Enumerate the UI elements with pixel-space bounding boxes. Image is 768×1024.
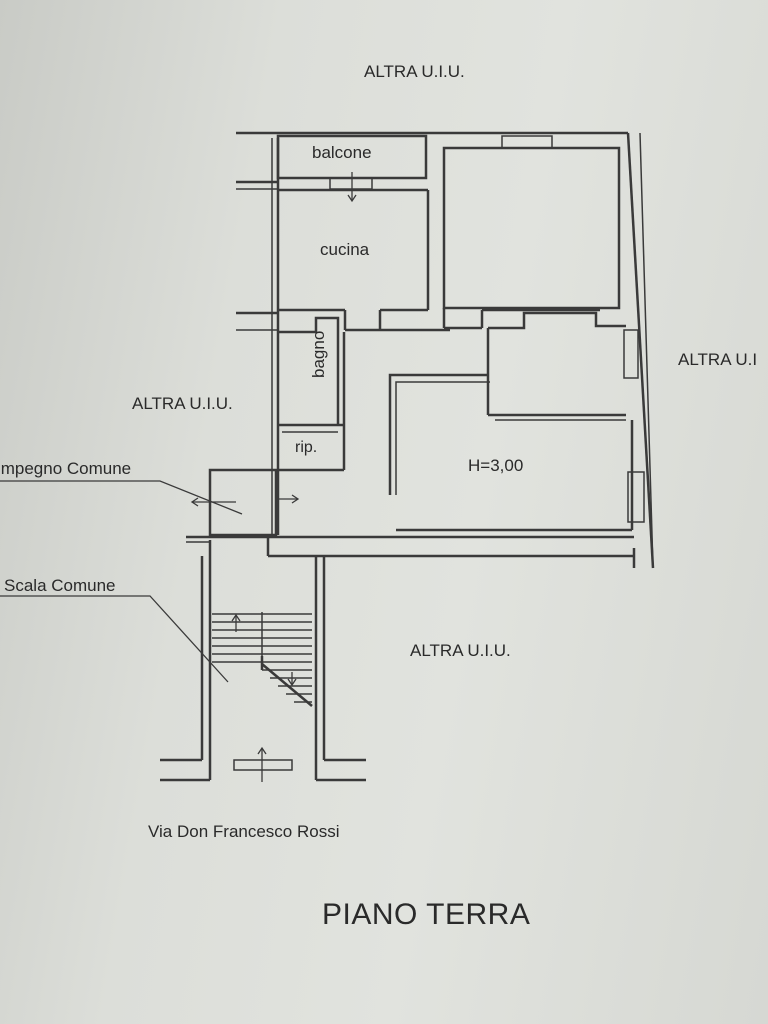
label-scala-comune: Scala Comune	[4, 576, 116, 595]
label-bagno: bagno	[309, 330, 328, 378]
direction-arrows	[190, 172, 357, 782]
label-room-height: H=3,00	[468, 456, 524, 475]
main-room	[388, 373, 634, 532]
leader-lines	[0, 480, 243, 683]
label-cucina: cucina	[320, 240, 370, 259]
staircase	[160, 540, 366, 782]
label-altra-right: ALTRA U.I	[678, 350, 758, 369]
kitchen-outline	[278, 188, 450, 332]
label-floor-title: PIANO TERRA	[322, 898, 531, 931]
label-street: Via Don Francesco Rossi	[148, 822, 340, 841]
label-altra-bottom: ALTRA U.I.U.	[410, 641, 511, 660]
label-altra-left: ALTRA U.I.U.	[132, 394, 233, 413]
bathroom-closet	[278, 316, 346, 472]
label-impegno-comune: Impegno Comune	[0, 459, 132, 478]
label-rip: rip.	[295, 439, 318, 456]
upper-right-room	[442, 135, 621, 330]
label-balcone: balcone	[312, 143, 372, 162]
common-corridor	[186, 468, 636, 568]
label-altra-top: ALTRA U.I.U.	[364, 62, 465, 81]
right-middle-room	[486, 311, 645, 523]
